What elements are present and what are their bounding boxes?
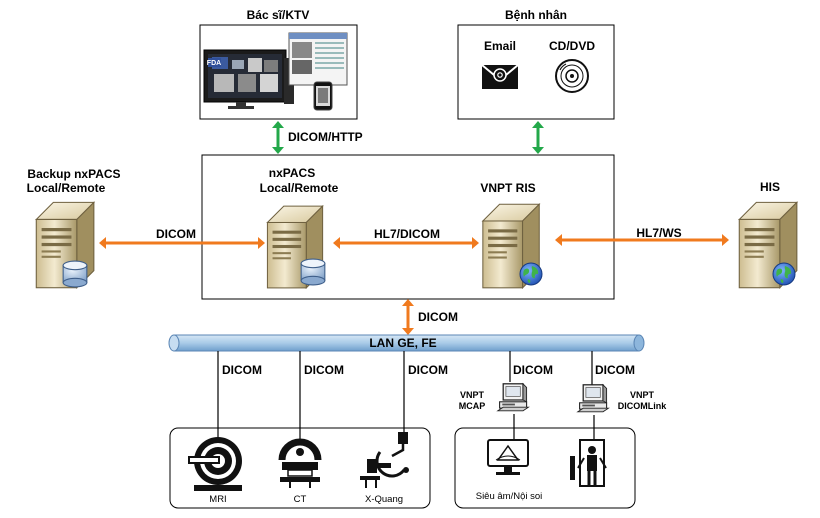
mcap-label-line1: VNPT xyxy=(460,390,485,400)
nxpacs-label-line1: nxPACS xyxy=(269,166,315,180)
vnpt-ris-label: VNPT RIS xyxy=(480,181,535,195)
core-lan-arrow xyxy=(402,299,414,335)
core-lan-link-label: DICOM xyxy=(418,310,458,324)
ct-scanner-icon xyxy=(278,438,322,488)
backup-pacs-label-line2: Local/Remote xyxy=(27,181,106,195)
nxpacs-server xyxy=(266,205,326,289)
lan-bus xyxy=(168,334,645,352)
backup-pacs-link-label: DICOM xyxy=(156,227,196,241)
dicomlink-workstation-icon xyxy=(577,384,610,413)
cd-dvd-label: CD/DVD xyxy=(549,39,595,53)
xray-stand-icon xyxy=(570,439,607,487)
doctor-panel-title: Bác sĩ/KTV xyxy=(247,8,310,22)
backup-pacs-server xyxy=(35,201,95,289)
patient-panel-title: Bệnh nhân xyxy=(505,8,567,22)
mri-scanner-icon xyxy=(188,437,242,491)
backup-pacs-arrow xyxy=(99,237,265,249)
dicomlink-label-line2: DICOMLink xyxy=(618,401,667,411)
vnpt-ris-server xyxy=(482,203,543,289)
drop-lines xyxy=(217,351,593,450)
mcap-label-line2: MCAP xyxy=(459,401,486,411)
pacs-ris-link-label: HL7/DICOM xyxy=(374,227,440,241)
ultrasound-label: Siêu âm/Nội soi xyxy=(476,491,543,502)
xray-machine-icon xyxy=(360,432,409,488)
patient-ris-arrow xyxy=(532,121,544,154)
ris-his-arrow xyxy=(555,234,729,246)
doctor-monitors-image xyxy=(203,32,348,111)
pacs-ris-arrow xyxy=(333,237,479,249)
his-label: HIS xyxy=(760,180,780,194)
doctor-pacs-link-label: DICOM/HTTP xyxy=(288,130,363,144)
mcap-link-label: DICOM xyxy=(513,363,553,377)
dicomlink-label-line1: VNPT xyxy=(630,390,655,400)
his-server xyxy=(738,201,798,289)
cd-dvd-icon xyxy=(555,59,589,93)
email-icon xyxy=(481,64,519,89)
xray-link-label: DICOM xyxy=(408,363,448,377)
lan-label: LAN GE, FE xyxy=(369,336,436,350)
mri-label: MRI xyxy=(209,494,226,505)
xray-label: X-Quang xyxy=(365,494,403,505)
ultrasound-monitor-icon xyxy=(487,439,529,475)
fda-badge: FDA xyxy=(207,60,221,67)
ris-his-link-label: HL7/WS xyxy=(636,226,681,240)
ct-link-label: DICOM xyxy=(304,363,344,377)
ct-label: CT xyxy=(294,494,307,505)
nxpacs-label-line2: Local/Remote xyxy=(260,181,339,195)
dicomlink-link-label: DICOM xyxy=(595,363,635,377)
mri-link-label: DICOM xyxy=(222,363,262,377)
mcap-workstation-icon xyxy=(497,383,530,412)
doctor-pacs-arrow xyxy=(272,121,284,154)
email-label: Email xyxy=(484,39,516,53)
backup-pacs-label-line1: Backup nxPACS xyxy=(27,167,120,181)
